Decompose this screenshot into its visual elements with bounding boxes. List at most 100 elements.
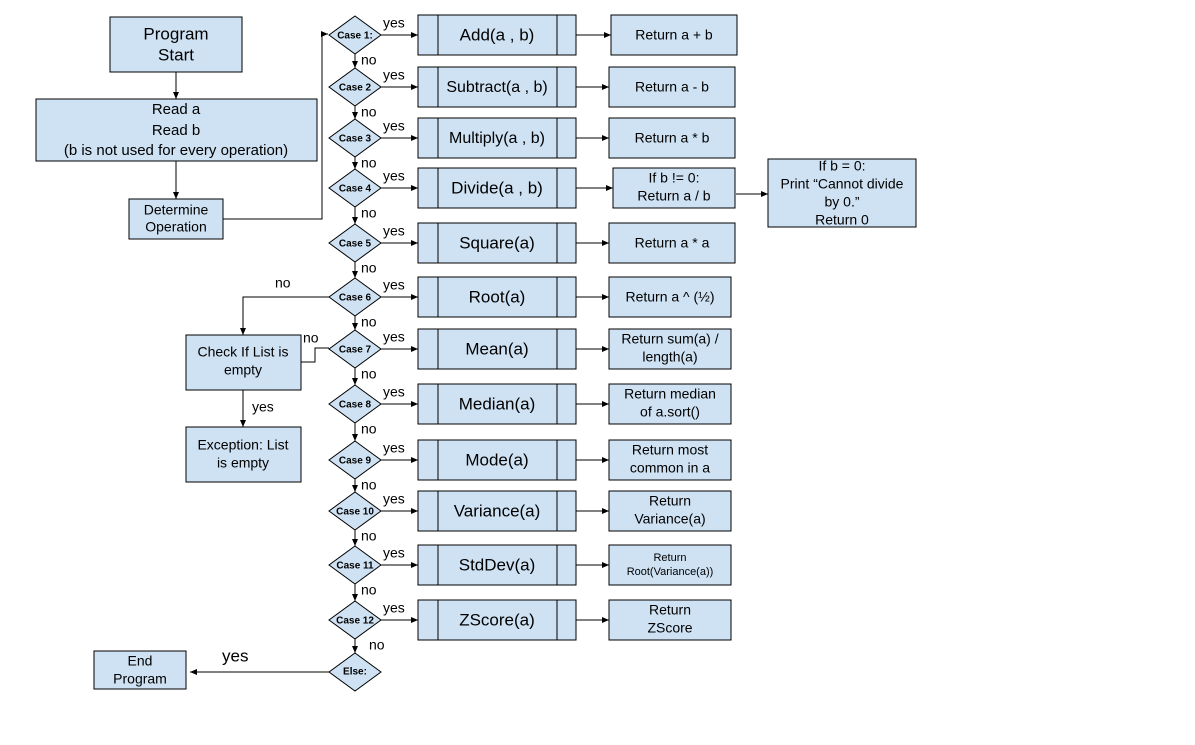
case-12-decision <box>328 600 382 640</box>
label-case-4-yes: yes <box>383 168 405 184</box>
case-2-result-line1: Return a - b <box>635 79 709 95</box>
case-4-result-line2: Return a / b <box>637 188 710 204</box>
case-10-result-box <box>608 490 732 532</box>
case-10-function: Variance(a) <box>454 501 541 520</box>
case-11-decision <box>328 545 382 585</box>
divide-zero-line1: If b = 0: <box>818 158 865 174</box>
label-case-5-no: no <box>361 260 377 276</box>
exception-line2: is empty <box>217 455 269 471</box>
case-11-result-line2: Root(Variance(a)) <box>627 566 714 578</box>
label-case-10-no: no <box>361 528 377 544</box>
case-11-result-line1: Return <box>653 552 686 564</box>
case-10-function-box <box>417 490 577 532</box>
case-5-function-box <box>417 222 577 264</box>
label-case-6-yes: yes <box>383 277 405 293</box>
determine-line2: Operation <box>145 219 206 235</box>
check-list-line2: empty <box>224 362 262 378</box>
else-decision: Else: <box>328 652 382 692</box>
label-case-2-yes: yes <box>383 67 405 83</box>
case-3-decision <box>328 118 382 158</box>
case-1-result-box <box>610 14 738 56</box>
case-1-result-line1: Return a + b <box>635 27 713 43</box>
case-7-decision <box>328 329 382 369</box>
case-1-function: Add(a , b) <box>460 25 535 44</box>
case-9-result-line2: common in a <box>630 460 710 476</box>
case-8-label: Case 8 <box>339 400 372 411</box>
program-start-line2: Start <box>158 45 194 64</box>
case-4-result-box <box>612 167 736 209</box>
case-1-decision <box>328 15 382 55</box>
check-list-line1: Check If List is <box>197 344 288 360</box>
label-case-12-yes: yes <box>383 600 405 616</box>
divide-zero-line4: Return 0 <box>815 212 869 228</box>
label-check-yes: yes <box>252 399 274 415</box>
case-12-function-box <box>417 599 577 641</box>
case-8-function: Median(a) <box>459 394 536 413</box>
exception-box: Exception: List is empty <box>185 426 302 483</box>
case-9-function-box <box>417 439 577 481</box>
case-6-result-box <box>608 276 732 318</box>
determine-line1: Determine <box>144 202 209 218</box>
case-9-label: Case 9 <box>339 456 372 467</box>
else-label: Else: <box>343 667 367 678</box>
case-3-function: Multiply(a , b) <box>449 130 545 147</box>
label-case-4-no: no <box>361 205 377 221</box>
label-case-11-no: no <box>361 582 377 598</box>
case-7-result-line1: Return sum(a) / <box>621 331 718 347</box>
end-line2: Program <box>113 671 167 687</box>
case-7-label: Case 7 <box>339 345 372 356</box>
case-7-result-box <box>608 328 732 370</box>
case-12-result-line2: ZScore <box>647 620 692 636</box>
case-10-result-line1: Return <box>649 493 691 509</box>
case-12-label: Case 12 <box>336 616 374 627</box>
case-9-decision <box>328 440 382 480</box>
case-6-decision <box>328 277 382 317</box>
case-2-label: Case 2 <box>339 83 372 94</box>
case-1-function-box <box>417 14 577 56</box>
case-4-result-line1: If b != 0: <box>649 170 700 186</box>
label-case-10-yes: yes <box>383 491 405 507</box>
program-start-box: Program Start <box>109 16 243 73</box>
case-2-decision <box>328 67 382 107</box>
case-10-decision <box>328 491 382 531</box>
case-8-result-line1: Return median <box>624 386 716 402</box>
label-case-11-yes: yes <box>383 545 405 561</box>
case-4-label: Case 4 <box>339 184 372 195</box>
label-case-1-yes: yes <box>383 15 405 31</box>
label-case12-no: no <box>369 637 385 653</box>
case-12-result-line1: Return <box>649 602 691 618</box>
case-5-function: Square(a) <box>459 233 535 252</box>
arrow-case6-no-to-check <box>240 296 329 335</box>
label-check-no: no <box>303 330 319 346</box>
case-5-result-box <box>608 222 736 264</box>
case-11-label: Case 11 <box>336 561 374 572</box>
end-line1: End <box>128 653 153 669</box>
case-3-function-box <box>417 117 577 159</box>
case-7-result-line2: length(a) <box>642 349 697 365</box>
label-case-8-no: no <box>361 421 377 437</box>
case-12-function: ZScore(a) <box>459 610 535 629</box>
case-8-decision <box>328 384 382 424</box>
case-6-function-box <box>417 276 577 318</box>
case-2-function-box <box>417 66 577 108</box>
case-3-label: Case 3 <box>339 134 372 145</box>
label-case-9-yes: yes <box>383 440 405 456</box>
label-case-8-yes: yes <box>383 384 405 400</box>
label-case6-no: no <box>275 275 291 291</box>
case-7-function: Mean(a) <box>465 339 528 358</box>
read-line3: (b is not used for every operation) <box>64 142 288 159</box>
label-case-3-yes: yes <box>383 118 405 134</box>
case-10-label: Case 10 <box>336 507 374 518</box>
read-line2: Read b <box>152 122 200 139</box>
case-9-result-box <box>608 439 732 481</box>
read-input-box: Read a Read b (b is not used for every o… <box>35 98 318 162</box>
